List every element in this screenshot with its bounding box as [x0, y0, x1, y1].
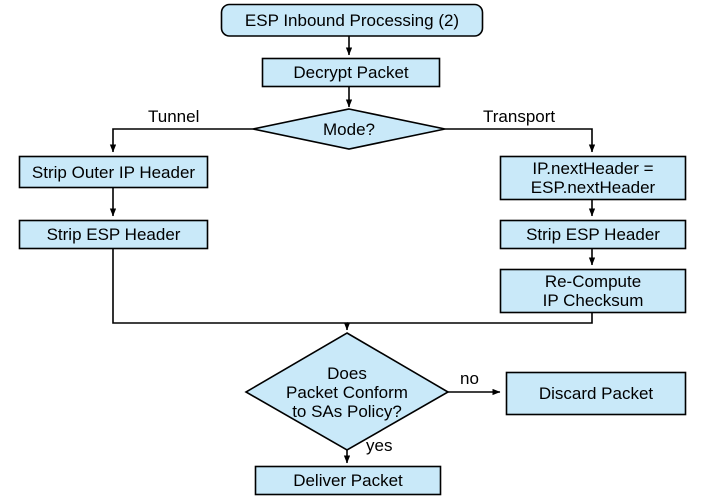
node-recompute-shape[interactable]	[499, 268, 687, 314]
node-strip-esp-left-shape[interactable]	[18, 219, 209, 250]
node-start-shape[interactable]	[220, 3, 484, 37]
node-conform-shape[interactable]	[244, 332, 450, 451]
edge-label-no: no	[460, 369, 479, 388]
node-decrypt-shape[interactable]	[261, 57, 441, 88]
node-strip-outer-ip-shape[interactable]	[18, 155, 209, 189]
edge-label-yes: yes	[366, 436, 393, 455]
edge-left-to-conform	[112, 248, 351, 331]
edge-label-transport: Transport	[483, 107, 556, 126]
node-deliver-shape[interactable]	[254, 465, 442, 496]
edge-mode-tunnel	[109, 128, 253, 153]
edge-mode-transport	[445, 128, 596, 153]
node-strip-esp-right-shape[interactable]	[499, 219, 687, 250]
edge-label-tunnel: Tunnel	[148, 107, 200, 126]
edge-right-to-conform	[347, 313, 593, 324]
node-next-header-shape[interactable]	[499, 155, 687, 201]
node-discard-shape[interactable]	[505, 371, 687, 416]
node-mode-shape[interactable]	[252, 108, 446, 150]
